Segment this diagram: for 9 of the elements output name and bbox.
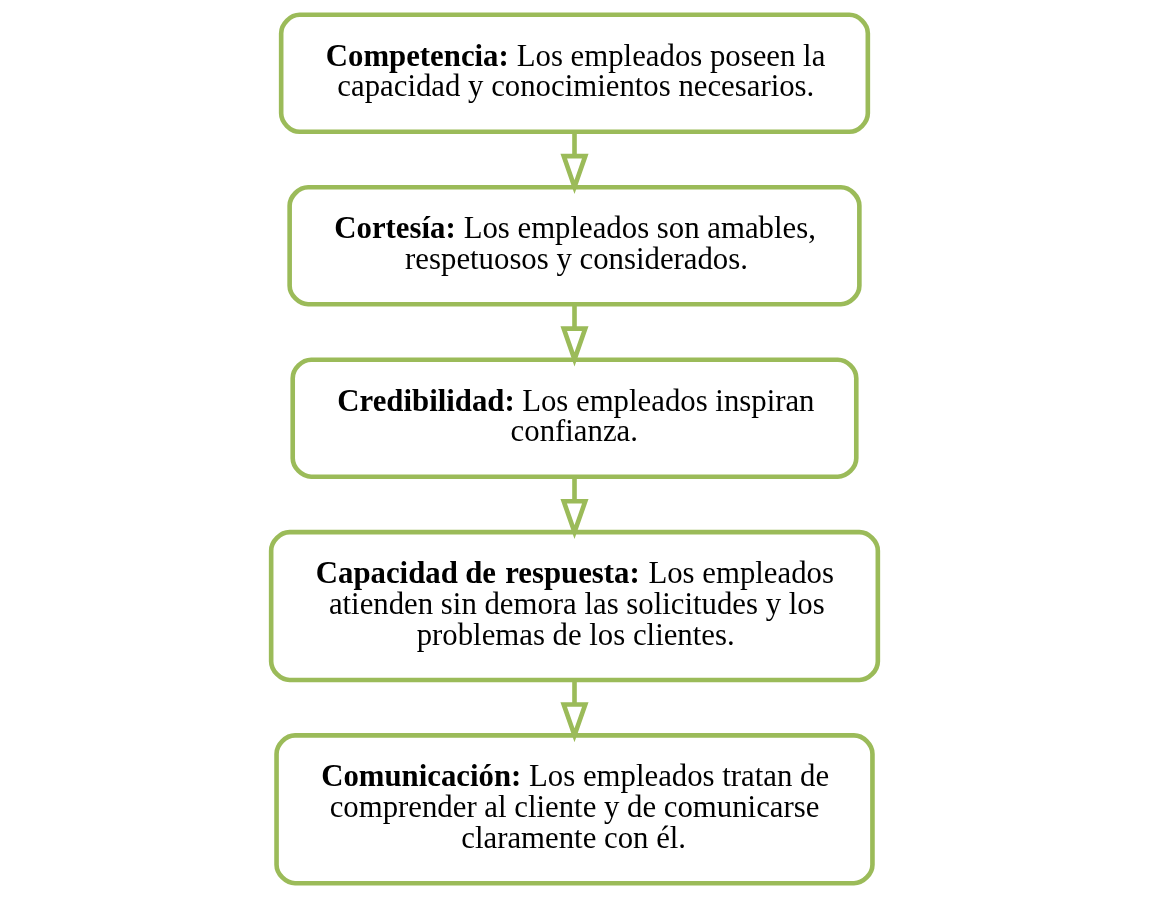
node-box: Capacidad de respuesta: Los empleados atienden sin demora las solicitudes y los problemas de los clientes. [268, 529, 881, 683]
node-box: Credibilidad: Los empleados inspiran confianza. [290, 357, 859, 480]
node-box: Competencia: Los empleados poseen la capacidad y conocimientos necesarios. [278, 12, 871, 135]
arrow [560, 680, 589, 743]
node-box: Comunicación: Los empleados tratan de comprender al cliente y de comunicarse claramente con él. [274, 733, 875, 886]
arrow [560, 132, 589, 194]
arrow [560, 477, 589, 540]
node-box: Cortesía: Los empleados son amables, respetuosos y considerados. [287, 184, 862, 307]
arrow [560, 304, 589, 367]
